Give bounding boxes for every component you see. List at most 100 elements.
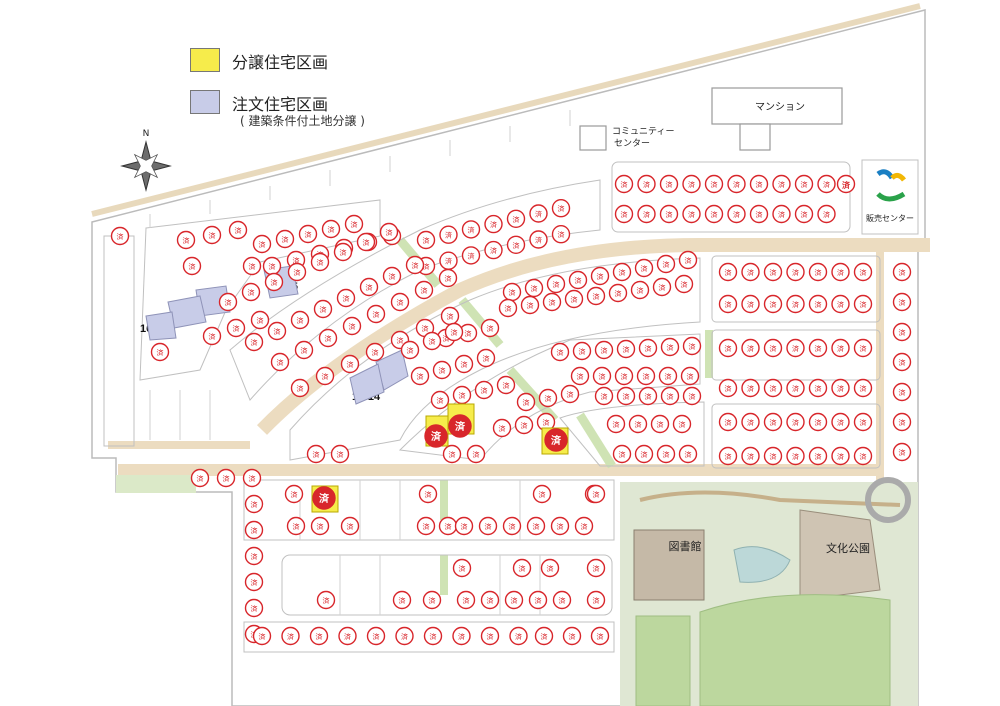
sold-mark: 済 bbox=[535, 596, 542, 605]
sold-mark: 済 bbox=[251, 500, 258, 509]
sold-lot-marker: 済 bbox=[498, 298, 518, 318]
sold-mark: 済 bbox=[577, 372, 584, 381]
sold-mark: 済 bbox=[251, 338, 258, 347]
sold-mark: 済 bbox=[423, 262, 430, 271]
green-strip bbox=[440, 480, 448, 520]
sold-mark: 済 bbox=[521, 421, 528, 430]
sold-mark: 済 bbox=[621, 210, 628, 219]
sold-mark: 済 bbox=[593, 564, 600, 573]
sold-mark: 済 bbox=[792, 268, 799, 277]
sold-lot-marker: 済 bbox=[226, 318, 246, 338]
sold-lot-marker: 済 bbox=[786, 262, 805, 282]
sold-mark: 済 bbox=[733, 180, 740, 189]
sold-mark: 済 bbox=[347, 522, 354, 531]
sold-lot-marker: 済 bbox=[794, 174, 814, 194]
sold-mark: 済 bbox=[792, 418, 799, 427]
sold-mark: 済 bbox=[667, 392, 674, 401]
sold-mark: 済 bbox=[770, 344, 777, 353]
sold-mark: 済 bbox=[551, 434, 562, 447]
sold-mark: 済 bbox=[363, 238, 370, 247]
sold-mark: 済 bbox=[490, 220, 497, 229]
sold-lot-marker: 済 bbox=[476, 348, 496, 368]
sold-mark: 済 bbox=[417, 372, 424, 381]
sold-mark: 済 bbox=[837, 418, 844, 427]
sold-lot-marker: 済 bbox=[892, 292, 912, 312]
sold-mark: 済 bbox=[756, 210, 763, 219]
sold-lot-marker: 済 bbox=[244, 546, 264, 566]
sold-mark: 済 bbox=[747, 344, 754, 353]
sold-mark: 済 bbox=[665, 372, 672, 381]
sold-lot-marker: 済 bbox=[590, 266, 610, 286]
sold-mark: 済 bbox=[490, 246, 497, 255]
sold-mark: 済 bbox=[815, 300, 822, 309]
sold-lot-marker: 済 bbox=[484, 214, 503, 234]
sold-mark: 済 bbox=[747, 452, 754, 461]
sold-mark: 済 bbox=[860, 452, 867, 461]
sold-mark: 済 bbox=[778, 180, 785, 189]
sold-lot-marker: 済 bbox=[281, 626, 300, 646]
sold-mark: 済 bbox=[485, 522, 492, 531]
sold-mark: 済 bbox=[899, 448, 906, 457]
sold-lot-marker: 済 bbox=[659, 204, 679, 224]
sold-lot-marker: 済 bbox=[284, 484, 304, 504]
sold-lot-marker: 済 bbox=[831, 378, 850, 398]
sold-lot-marker: 済 bbox=[400, 340, 420, 360]
sold-mark: 済 bbox=[366, 283, 373, 292]
sold-mark: 済 bbox=[294, 268, 301, 277]
sold-mark: 済 bbox=[531, 284, 538, 293]
sold-lot-marker: 済 bbox=[650, 414, 670, 434]
sold-lot-marker: 済 bbox=[244, 332, 264, 352]
sold-mark: 済 bbox=[287, 632, 294, 641]
sold-lot-marker: 済 bbox=[763, 294, 783, 314]
legend-label-custom: 注文住宅区画 bbox=[232, 95, 329, 114]
sold-lot-marker: 済 bbox=[892, 262, 912, 282]
sold-mark: 済 bbox=[323, 596, 330, 605]
sold-lot-marker: 済 bbox=[294, 340, 314, 360]
sold-mark: 済 bbox=[711, 210, 718, 219]
sold-mark: 済 bbox=[615, 289, 622, 298]
sold-mark: 済 bbox=[197, 474, 204, 483]
sold-mark: 済 bbox=[621, 372, 628, 381]
sold-lot-marker: 済 bbox=[438, 516, 458, 536]
sold-mark: 済 bbox=[373, 632, 380, 641]
sold-lot-marker: 済 bbox=[763, 262, 783, 282]
sold-lot-marker: 済 bbox=[290, 310, 310, 330]
legend-sublabel: ( 建築条件付土地分譲 ) bbox=[240, 114, 365, 128]
sold-lot-marker: 済 bbox=[356, 232, 376, 252]
sold-mark: 済 bbox=[249, 474, 256, 483]
sold-lot-marker: 済 bbox=[286, 516, 306, 536]
sold-lot-marker: 済 bbox=[741, 338, 760, 358]
sold-mark: 済 bbox=[688, 180, 695, 189]
sold-lot-marker: 済 bbox=[438, 268, 458, 288]
sold-mark: 済 bbox=[770, 452, 777, 461]
sold-mark: 済 bbox=[515, 632, 522, 641]
sold-mark: 済 bbox=[711, 180, 718, 189]
sold-lot-marker: 済 bbox=[660, 386, 680, 406]
sold-lot-marker: 済 bbox=[741, 378, 760, 398]
sold-lot-marker: 済 bbox=[250, 310, 270, 330]
sold-lot-marker: 済 bbox=[704, 174, 724, 194]
sold-mark: 済 bbox=[209, 332, 216, 341]
sold-mark: 済 bbox=[499, 424, 506, 433]
sold-mark: 済 bbox=[481, 386, 488, 395]
pond bbox=[733, 546, 791, 583]
sold-mark: 済 bbox=[503, 381, 510, 390]
sold-mark: 済 bbox=[837, 268, 844, 277]
sold-lot-marker: 済 bbox=[682, 204, 701, 224]
sold-lot-marker: 済 bbox=[422, 590, 442, 610]
sold-mark: 済 bbox=[397, 298, 404, 307]
sold-lot-marker: 済 bbox=[461, 220, 481, 239]
sold-mark: 済 bbox=[423, 522, 430, 531]
sold-mark: 済 bbox=[747, 384, 754, 393]
sold-lot-marker: 済 bbox=[528, 590, 548, 610]
sold-mark: 済 bbox=[325, 334, 332, 343]
sold-mark: 済 bbox=[659, 283, 666, 292]
sold-lot-marker: 済 bbox=[474, 380, 494, 400]
sold-lot-marker: 済 bbox=[614, 366, 634, 386]
sold-lot-marker: 済 bbox=[359, 277, 379, 297]
sold-lot-marker: 済 bbox=[817, 174, 836, 194]
sold-lot-marker: 済 bbox=[478, 516, 498, 536]
sold-mark: 済 bbox=[297, 384, 304, 393]
sold-mark: 済 bbox=[337, 450, 344, 459]
sold-mark: 済 bbox=[449, 450, 456, 459]
